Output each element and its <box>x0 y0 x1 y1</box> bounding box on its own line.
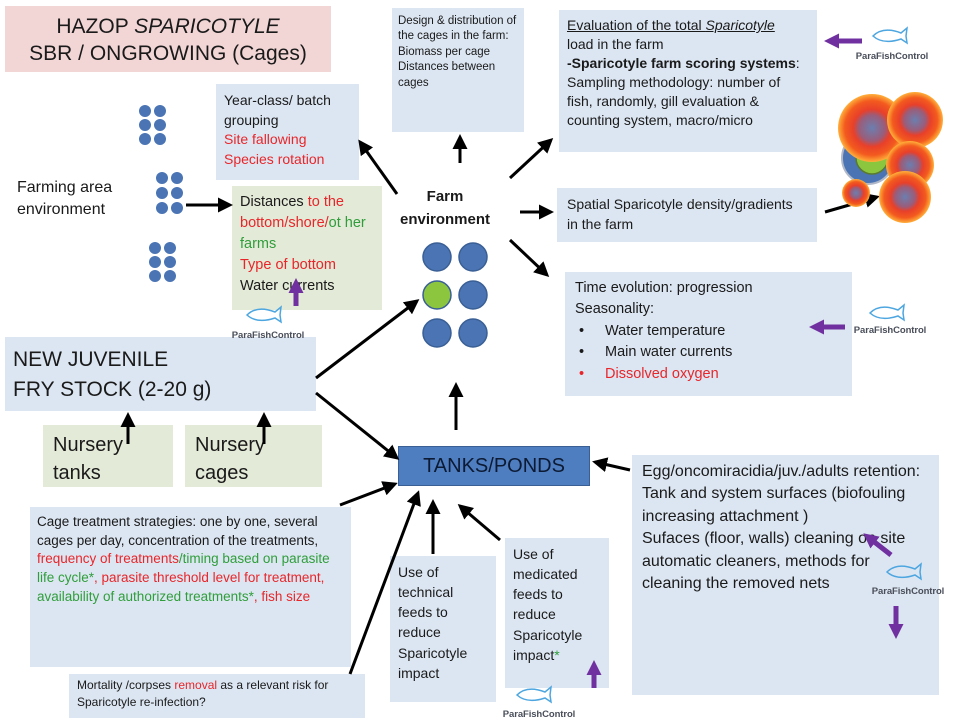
farm-cage-circles <box>422 242 488 348</box>
logo-text: ParaFishControl <box>855 51 929 62</box>
site-fallowing: Site fallowing <box>224 131 307 148</box>
new-juvenile-box: NEW JUVENILE FRY STOCK (2-20 g) <box>5 337 316 411</box>
yearclass-grouping: Year-class/ batch grouping <box>224 92 331 128</box>
spatial-text: Spatial Sparicotyle density/gradients in… <box>567 196 793 232</box>
cage-cluster-icons <box>139 105 183 282</box>
arrow-mortality-to-tanks <box>348 490 421 675</box>
distances-text: Distances <box>240 194 308 210</box>
arrow-farm-to-yearclass <box>358 139 399 195</box>
title-prefix: HAZOP <box>56 15 135 38</box>
fish-logo-icons <box>245 26 922 704</box>
distances-other-farms: ot her farms <box>240 215 366 253</box>
evaluation-load: load in the farm <box>567 36 664 53</box>
evaluation-heading-italic: Sparicotyle <box>705 17 775 33</box>
new-juvenile-line1: NEW JUVENILE <box>13 348 169 371</box>
new-juvenile-line2: FRY STOCK (2-20 g) <box>13 377 212 401</box>
nursery-tanks-box: Nursery tanks <box>43 425 173 487</box>
title-subtitle: SBR / ONGROWING (Cages) <box>29 41 307 65</box>
parafishcontrol-logo: ParaFishControl <box>842 31 942 65</box>
parafishcontrol-logo: ParaFishControl <box>489 689 589 723</box>
retention-box: Egg/oncomiracidia/juv./adults retention:… <box>632 455 939 695</box>
species-rotation: Species rotation <box>224 150 325 167</box>
logo-text: ParaFishControl <box>853 325 927 336</box>
arrow-farm-to-evaluation <box>508 137 554 180</box>
scoring-colon: : <box>795 55 800 72</box>
sampling-methodology: Sampling methodology: number of fish, ra… <box>567 74 781 129</box>
title-box: HAZOP SPARICOTYLE SBR / ONGROWING (Cages… <box>5 6 331 72</box>
logo-text: ParaFishControl <box>231 330 305 341</box>
retention-surfaces: Tank and system surfaces (biofouling inc… <box>642 485 906 525</box>
treatment-fish-size: , fish size <box>253 588 311 604</box>
time-evolution-box: Time evolution: progression Seasonality:… <box>565 272 852 396</box>
mortality-risk: as a relevant risk for Sparicotyle re-in… <box>77 678 329 710</box>
logo-text: ParaFishControl <box>502 709 576 720</box>
main-water-currents: Main water currents <box>575 342 842 364</box>
farming-area-label: Farming area environment <box>17 179 113 218</box>
time-evolution: Time evolution: progression <box>575 280 753 296</box>
parafishcontrol-logo: ParaFishControl <box>840 305 940 339</box>
parafishcontrol-logo: ParaFishControl <box>218 310 318 344</box>
farm-environment-label: Farm environment <box>399 188 490 228</box>
design-text: Design & distribution of the cages in th… <box>398 15 517 89</box>
seasonality: Seasonality: <box>575 301 654 318</box>
yearclass-box: Year-class/ batch grouping Site fallowin… <box>216 84 359 180</box>
nursery-tanks-label: Nursery tanks <box>53 434 124 484</box>
evaluation-heading: Evaluation of the total <box>567 17 706 33</box>
nursery-cages-box: Nursery cages <box>185 425 322 487</box>
nursery-cages-label: Nursery cages <box>195 434 266 484</box>
distances-box: Distances to the bottom/shore/ot her far… <box>232 186 382 310</box>
type-of-bottom: Type of bottom <box>240 257 336 274</box>
treatment-frequency: frequency of treatments <box>37 551 179 567</box>
treatment-availability: availability of authorized treatments* <box>37 588 254 604</box>
distances-bottom-shore: to the bottom/shore/ <box>240 194 344 232</box>
medicated-feeds-text: Use of medicated feeds to reduce Sparico… <box>513 546 583 663</box>
retention-heading: Egg/oncomiracidia/juv./adults retention: <box>642 463 921 480</box>
mortality-box: Mortality /corpses removal as a relevant… <box>69 674 365 718</box>
arrow-medicated-to-tanks <box>457 504 501 542</box>
cage-treatment-box: Cage treatment strategies: one by one, s… <box>30 507 351 667</box>
water-temperature: Water temperature <box>575 321 842 343</box>
parafishcontrol-logo: ParaFishControl <box>858 566 958 600</box>
scoring-systems: -Sparicotyle farm scoring systems <box>567 55 796 72</box>
treatment-threshold: , parasite threshold level for treatment… <box>94 569 325 585</box>
purple-arrows <box>288 33 904 688</box>
parasite-gill-image <box>838 92 943 223</box>
arrow-juvenile-to-tanks <box>315 391 400 460</box>
dissolved-oxygen: Dissolved oxygen <box>575 364 842 386</box>
treatment-strategies: Cage treatment strategies: one by one, s… <box>37 514 319 548</box>
treatment-timing: /timing based on parasite life cycle* <box>37 551 330 585</box>
water-currents: Water currents <box>240 278 335 295</box>
tanks-ponds-box: TANKS/PONDS <box>398 446 590 486</box>
technical-feeds-text: Use of technical feeds to reduce Sparico… <box>398 564 468 681</box>
mortality-removal: removal <box>174 678 218 692</box>
arrow-treatment-to-tanks <box>339 481 398 507</box>
spatial-box: Spatial Sparicotyle density/gradients in… <box>557 188 817 242</box>
technical-feeds-box: Use of technical feeds to reduce Sparico… <box>390 556 496 702</box>
arrow-retention-to-tanks <box>592 457 631 472</box>
design-box: Design & distribution of the cages in th… <box>392 8 524 132</box>
mortality-text: Mortality /corpses <box>77 678 175 692</box>
evaluation-box: Evaluation of the total Sparicotyle load… <box>559 10 817 152</box>
arrow-farm-to-time <box>508 238 550 278</box>
medicated-feeds-star: * <box>554 646 560 663</box>
title-sparicotyle: SPARICOTYLE <box>134 15 280 38</box>
retention-cleaning: Sufaces (floor, walls) cleaning on site … <box>642 530 906 592</box>
logo-text: ParaFishControl <box>871 586 945 597</box>
arrow-juvenile-to-farm <box>315 299 420 380</box>
